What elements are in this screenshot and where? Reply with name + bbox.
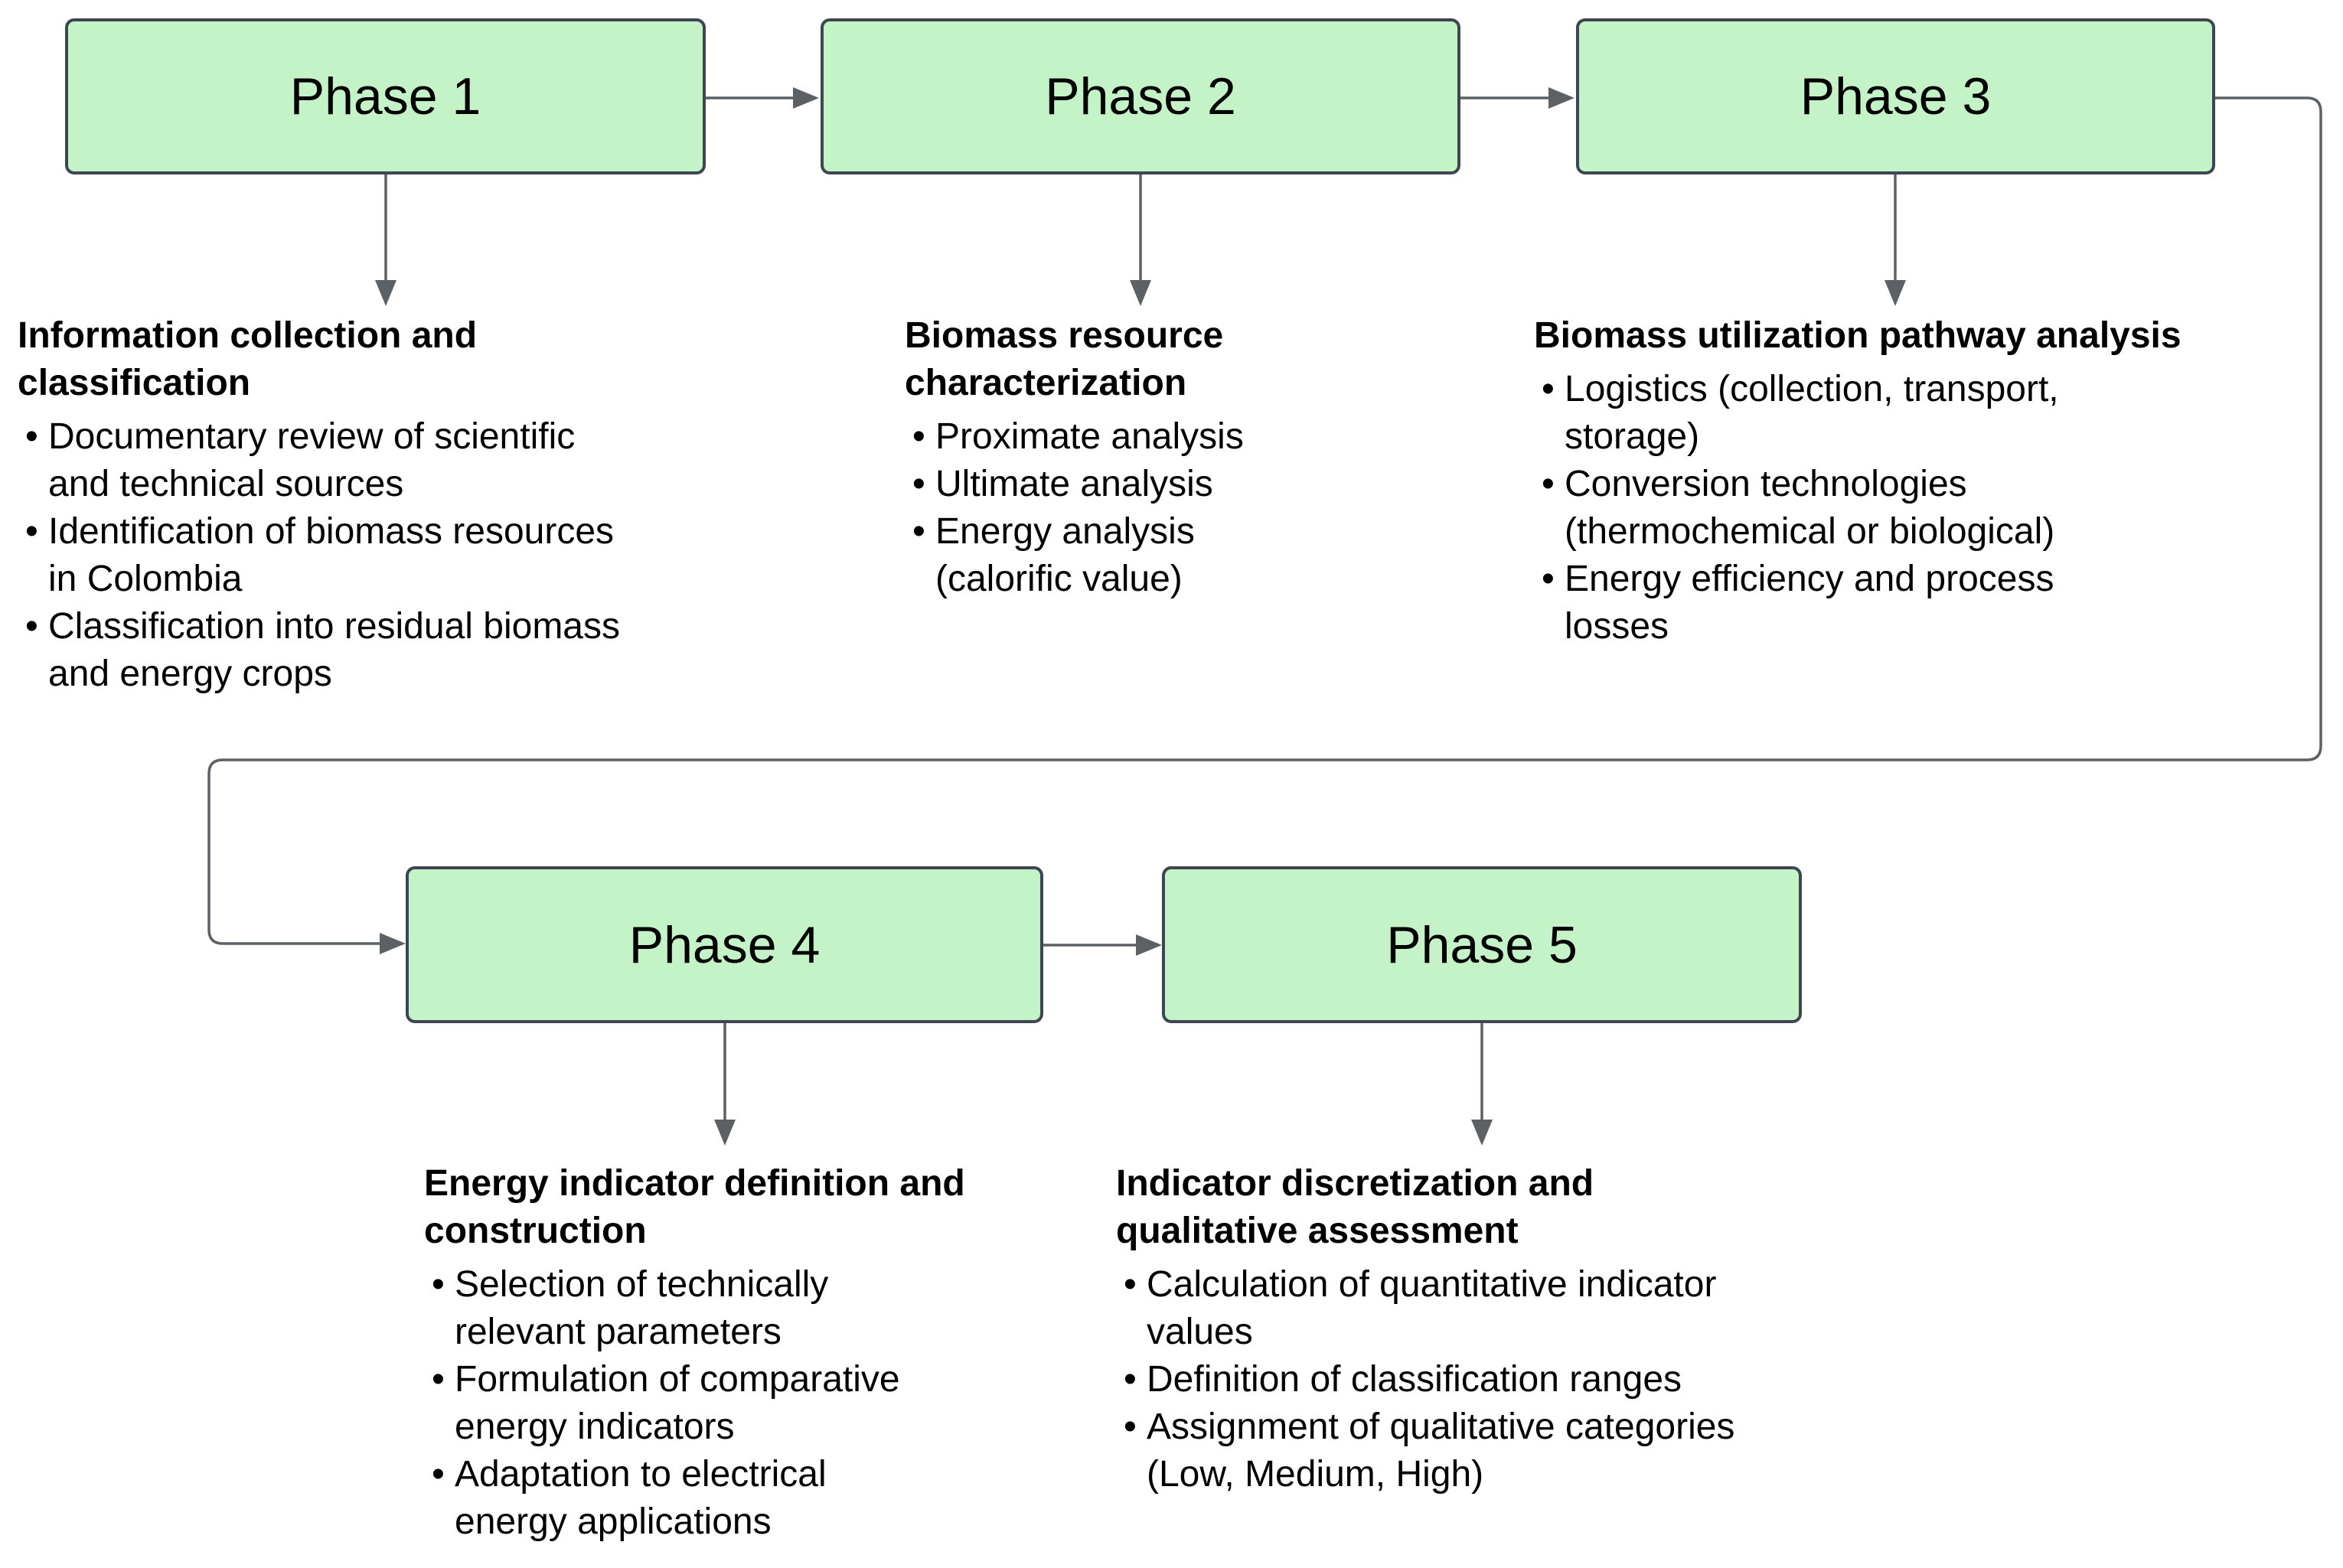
phase-3-details-bullets: Logistics (collection, transport, storag… xyxy=(1534,366,2326,650)
phase-5-details-bullets: Calculation of quantitative indicator va… xyxy=(1116,1261,1916,1498)
phase-4-box: Phase 4 xyxy=(406,866,1043,1023)
bullet-item: Calculation of quantitative indicator va… xyxy=(1116,1261,1916,1356)
bullet-item: Energy efficiency and process losses xyxy=(1534,556,2326,650)
phase-3-label: Phase 3 xyxy=(1800,67,1992,126)
connector-phase3-to-phase4 xyxy=(207,96,2322,954)
phase-5-label: Phase 5 xyxy=(1386,915,1578,974)
phase-5-box: Phase 5 xyxy=(1162,866,1802,1023)
bullet-item: Conversion technologies (thermochemical … xyxy=(1534,461,2326,556)
arrow-phase1-to-phase2 xyxy=(706,87,819,109)
bullet-item: Identification of biomass resources in C… xyxy=(18,508,787,603)
arrow-phase1-to-details xyxy=(375,174,396,306)
phase-4-label: Phase 4 xyxy=(628,915,821,974)
phase-2-box: Phase 2 xyxy=(821,18,1460,174)
phase-1-details-title: Information collection and classificatio… xyxy=(18,315,478,403)
bullet-item: Ultimate analysis xyxy=(905,461,1529,508)
phase-5-details-title: Indicator discretization and qualitative… xyxy=(1116,1163,1594,1251)
bullet-item: Classification into residual biomass and… xyxy=(18,603,787,698)
phase-3-box: Phase 3 xyxy=(1576,18,2215,174)
phase-5-details: Indicator discretization and qualitative… xyxy=(1116,1160,1916,1498)
bullet-item: Adaptation to electrical energy applicat… xyxy=(424,1451,1094,1546)
arrow-phase4-to-phase5 xyxy=(1043,934,1162,956)
bullet-item: Formulation of comparative energy indica… xyxy=(424,1356,1094,1451)
phase-4-details: Energy indicator definition and construc… xyxy=(424,1160,1094,1546)
arrow-phase4-to-details xyxy=(714,1023,736,1146)
phase-1-details: Information collection and classificatio… xyxy=(18,312,787,698)
phase-2-details-bullets: Proximate analysisUltimate analysisEnerg… xyxy=(905,413,1529,603)
arrow-phase5-to-details xyxy=(1471,1023,1493,1146)
phase-4-details-title: Energy indicator definition and construc… xyxy=(424,1163,965,1251)
phase-1-box: Phase 1 xyxy=(65,18,706,174)
arrow-phase2-to-phase3 xyxy=(1460,87,1575,109)
bullet-item: Documentary review of scientific and tec… xyxy=(18,413,787,508)
arrow-phase2-to-details xyxy=(1130,174,1151,306)
bullet-item: Proximate analysis xyxy=(905,413,1529,461)
phase-1-label: Phase 1 xyxy=(289,67,481,126)
phase-2-label: Phase 2 xyxy=(1045,67,1236,126)
bullet-item: Assignment of qualitative categories (Lo… xyxy=(1116,1403,1916,1498)
arrow-phase3-to-details xyxy=(1885,174,1906,306)
phase-2-details-title: Biomass resource characterization xyxy=(905,315,1224,403)
phase-2-details: Biomass resource characterization Proxim… xyxy=(905,312,1529,603)
bullet-item: Definition of classification ranges xyxy=(1116,1356,1916,1403)
phase-1-details-bullets: Documentary review of scientific and tec… xyxy=(18,413,787,698)
phase-3-details-title: Biomass utilization pathway analysis xyxy=(1534,315,2181,356)
phase-4-details-bullets: Selection of technically relevant parame… xyxy=(424,1261,1094,1546)
phase-3-details: Biomass utilization pathway analysis Log… xyxy=(1534,312,2326,650)
bullet-item: Selection of technically relevant parame… xyxy=(424,1261,1094,1356)
bullet-item: Logistics (collection, transport, storag… xyxy=(1534,366,2326,461)
bullet-item: Energy analysis (calorific value) xyxy=(905,508,1529,603)
